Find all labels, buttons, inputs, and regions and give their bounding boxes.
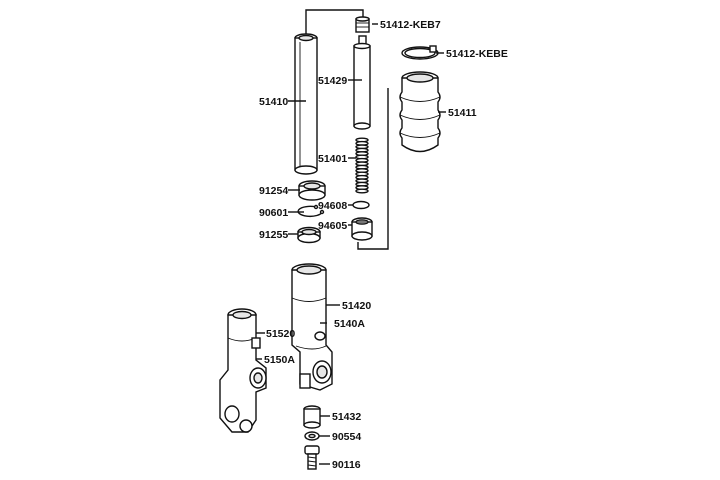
- part-51410-fork-tube: [294, 33, 318, 175]
- part-51420-bottom-case: [291, 263, 333, 391]
- part-94608-ring: [352, 200, 370, 210]
- part-51432-collar: [303, 405, 321, 429]
- part-51412-keb7-cap: [355, 16, 370, 33]
- label-51412-kebe: 51412-KEBE: [446, 48, 508, 60]
- label-51520: 51520: [266, 328, 295, 340]
- label-51420: 51420: [342, 300, 371, 312]
- label-90601: 90601: [259, 207, 288, 219]
- bracket-51410-to-51412-keb7: [305, 9, 364, 34]
- label-51432: 51432: [332, 411, 361, 423]
- leader-lines: [256, 23, 446, 465]
- part-90116-bolt: [304, 445, 320, 470]
- part-51429-damper-rod: [353, 35, 371, 130]
- label-51429: 51429: [318, 75, 347, 87]
- label-94608: 94608: [318, 200, 347, 212]
- part-51411-dust-boot: [399, 71, 441, 153]
- part-51520-bottom-case: [219, 308, 267, 433]
- label-51410: 51410: [259, 96, 288, 108]
- part-91254-oil-seal: [298, 180, 326, 201]
- label-51412-keb7: 51412-KEB7: [380, 19, 441, 31]
- label-5150a: 5150A: [264, 354, 295, 366]
- label-51411: 51411: [448, 107, 477, 119]
- part-94605-oil-lock: [351, 217, 373, 241]
- part-51412-kebe-clamp: [401, 45, 439, 60]
- bracket-51411-to-94605: [357, 88, 389, 250]
- label-5140a: 5140A: [334, 318, 365, 330]
- part-90601-circlip: [297, 204, 325, 218]
- label-91254: 91254: [259, 185, 288, 197]
- label-90554: 90554: [332, 431, 361, 443]
- spring-coil: [355, 188, 369, 194]
- part-91255-dust-seal: [297, 226, 321, 244]
- label-90116: 90116: [332, 459, 361, 471]
- label-91255: 91255: [259, 229, 288, 241]
- part-51401-spring: [355, 137, 369, 194]
- part-90554-washer: [304, 431, 320, 441]
- label-51401: 51401: [318, 153, 347, 165]
- label-94605: 94605: [318, 220, 347, 232]
